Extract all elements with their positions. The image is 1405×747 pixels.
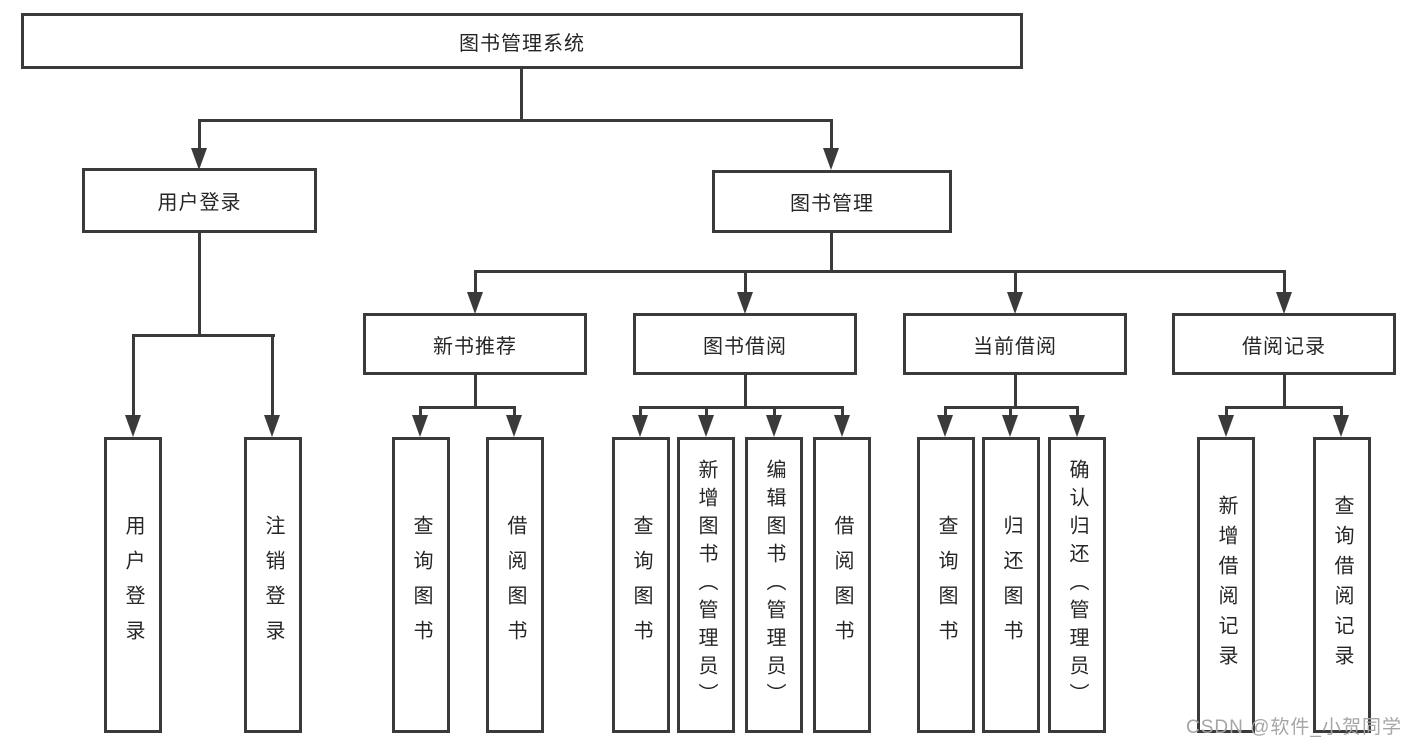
leaf-label: 查询图书 — [410, 515, 432, 655]
leaf-label: 新增图书（管理员） — [695, 459, 717, 711]
connector-line — [1009, 406, 1012, 420]
leaf-label: 确认归还（管理员） — [1066, 459, 1088, 711]
leaf-confirm-return-admin: 确认归还（管理员） — [1048, 437, 1106, 733]
connector-line — [198, 119, 201, 150]
connector-line — [419, 406, 516, 409]
connector-line — [419, 406, 422, 420]
connector-line — [1340, 406, 1343, 420]
leaf-label: 查询图书 — [935, 515, 957, 655]
leaf-label: 归还图书 — [1000, 515, 1022, 655]
connector-line — [1076, 406, 1079, 420]
connector-line — [132, 334, 275, 337]
connector-line — [1014, 270, 1017, 296]
leaf-label: 注销登录 — [262, 515, 284, 655]
connector-line — [513, 406, 516, 420]
leaf-label: 用户登录 — [122, 515, 144, 655]
arrow-down-icon — [698, 415, 714, 437]
arrow-down-icon — [1069, 415, 1085, 437]
leaf-add-book-admin: 新增图书（管理员） — [677, 437, 735, 733]
leaf-query-book-1: 查询图书 — [392, 437, 450, 733]
arrow-down-icon — [467, 292, 483, 314]
arrow-down-icon — [506, 415, 522, 437]
connector-line — [1283, 375, 1286, 409]
arrow-down-icon — [1218, 415, 1234, 437]
leaf-borrow-book-2: 借阅图书 — [813, 437, 871, 733]
connector-line — [520, 69, 523, 122]
connector-line — [1014, 375, 1017, 409]
connector-line — [744, 375, 747, 409]
connector-line — [1283, 270, 1286, 296]
leaf-add-borrow-record: 新增借阅记录 — [1197, 437, 1255, 733]
arrow-down-icon — [823, 148, 839, 170]
leaf-label: 借阅图书 — [831, 515, 853, 655]
connector-line — [744, 270, 747, 296]
arrow-down-icon — [1276, 292, 1292, 314]
connector-line — [841, 406, 844, 420]
connector-line — [1225, 406, 1228, 420]
connector-line — [198, 119, 833, 122]
arrow-down-icon — [737, 292, 753, 314]
arrow-down-icon — [834, 415, 850, 437]
connector-line — [474, 270, 1286, 273]
arrow-down-icon — [1002, 415, 1018, 437]
arrow-down-icon — [1007, 292, 1023, 314]
node-book-borrow: 图书借阅 — [633, 313, 857, 375]
connector-line — [474, 270, 477, 296]
leaf-label: 借阅图书 — [504, 515, 526, 655]
arrow-down-icon — [125, 415, 141, 437]
connector-line — [830, 119, 833, 150]
leaf-label: 查询借阅记录 — [1331, 495, 1353, 675]
connector-line — [1225, 406, 1343, 409]
node-root: 图书管理系统 — [21, 13, 1023, 69]
leaf-edit-book-admin: 编辑图书（管理员） — [745, 437, 803, 733]
leaf-label: 编辑图书（管理员） — [763, 459, 785, 711]
leaf-user-login: 用户登录 — [104, 437, 162, 733]
arrow-down-icon — [1333, 415, 1349, 437]
leaf-query-book-3: 查询图书 — [917, 437, 975, 733]
node-book-management: 图书管理 — [712, 170, 952, 233]
leaf-label: 查询图书 — [630, 515, 652, 655]
connector-line — [830, 233, 833, 273]
leaf-logout: 注销登录 — [244, 437, 302, 733]
node-user-login: 用户登录 — [82, 168, 317, 233]
arrow-down-icon — [191, 148, 207, 170]
leaf-query-borrow-record: 查询借阅记录 — [1313, 437, 1371, 733]
leaf-return-book: 归还图书 — [982, 437, 1040, 733]
csdn-watermark: CSDN @软件_小贺同学 — [1186, 717, 1402, 738]
leaf-borrow-book-1: 借阅图书 — [486, 437, 544, 733]
arrow-down-icon — [632, 415, 648, 437]
arrow-down-icon — [766, 415, 782, 437]
connector-line — [474, 375, 477, 409]
connector-line — [705, 406, 708, 420]
leaf-query-book-2: 查询图书 — [612, 437, 670, 733]
connector-line — [271, 334, 274, 417]
node-borrow-records: 借阅记录 — [1172, 313, 1396, 375]
leaf-label: 新增借阅记录 — [1215, 495, 1237, 675]
connector-line — [773, 406, 776, 420]
connector-line — [639, 406, 844, 409]
connector-line — [198, 233, 201, 337]
arrow-down-icon — [264, 415, 280, 437]
node-new-book-recommend: 新书推荐 — [363, 313, 587, 375]
connector-line — [132, 334, 135, 417]
node-current-borrow: 当前借阅 — [903, 313, 1127, 375]
arrow-down-icon — [937, 415, 953, 437]
arrow-down-icon — [412, 415, 428, 437]
connector-line — [639, 406, 642, 420]
connector-line — [944, 406, 947, 420]
